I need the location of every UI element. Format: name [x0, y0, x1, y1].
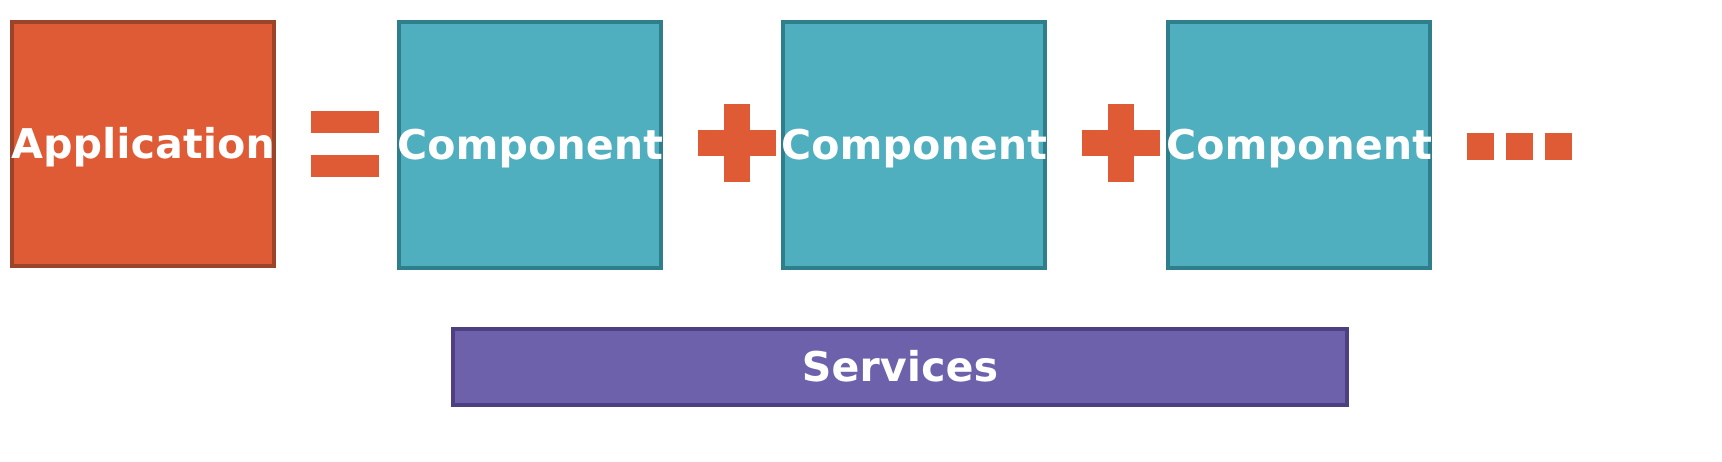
equals-icon	[311, 111, 379, 177]
plus-icon-2	[1082, 104, 1160, 182]
equals-bar-bottom	[311, 155, 379, 177]
component-box-3[interactable]: Component	[1166, 20, 1432, 270]
plus-bar-horizontal	[1082, 130, 1160, 156]
application-box[interactable]: Application	[10, 20, 276, 268]
services-bar[interactable]: Services	[451, 327, 1349, 407]
ellipsis-dot	[1545, 133, 1572, 160]
plus-icon-1	[698, 104, 776, 182]
plus-bar-horizontal	[698, 130, 776, 156]
component-box-1[interactable]: Component	[397, 20, 663, 270]
equals-bar-top	[311, 111, 379, 133]
services-label: Services	[801, 343, 999, 391]
component-box-2[interactable]: Component	[781, 20, 1047, 270]
ellipsis-icon	[1467, 133, 1572, 160]
ellipsis-dot	[1506, 133, 1533, 160]
component-label-2: Component	[780, 121, 1048, 169]
ellipsis-dot	[1467, 133, 1494, 160]
application-label: Application	[11, 120, 275, 168]
component-label-3: Component	[1165, 121, 1433, 169]
component-label-1: Component	[396, 121, 664, 169]
